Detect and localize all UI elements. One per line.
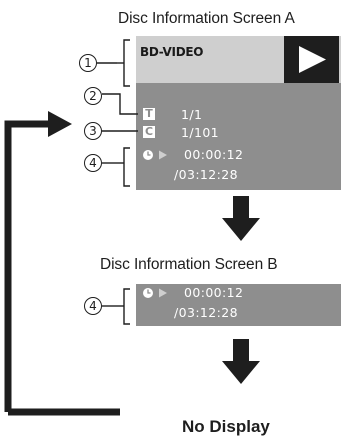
- no-display-label: No Display: [182, 417, 270, 436]
- title-number: 1/1: [181, 107, 203, 122]
- chapter-icon: C: [143, 125, 155, 138]
- title-icon: T: [143, 107, 155, 120]
- clock-play-icon: [143, 150, 167, 160]
- clock-play-icon-b: [143, 288, 167, 298]
- disc-info-screen-a: BD-VIDEO T 1/1 C 1/101 00:00:12 /03:12:2…: [136, 36, 341, 190]
- callout-4-screen-b: 4: [84, 297, 102, 315]
- disc-type-label: BD-VIDEO: [140, 45, 204, 59]
- bracket-4b: [123, 288, 130, 325]
- leader-line-2: [102, 93, 138, 115]
- loop-back-line: [4, 120, 50, 412]
- callout-3: 3: [84, 122, 102, 140]
- bracket-1: [123, 39, 130, 87]
- bracket-4: [123, 147, 130, 187]
- callout-1: 1: [79, 54, 97, 72]
- elapsed-time-b: 00:00:12: [184, 285, 244, 300]
- play-indicator: [284, 36, 339, 83]
- down-arrow-2: [222, 339, 260, 384]
- callout-4: 4: [84, 154, 102, 172]
- callout-2: 2: [84, 87, 102, 105]
- loop-back-arrowhead: [48, 111, 72, 137]
- play-icon: [299, 46, 326, 73]
- chapter-number: 1/101: [181, 125, 220, 140]
- total-time: /03:12:28: [174, 167, 238, 182]
- down-arrow-1: [222, 196, 260, 241]
- screen-a-title: Disc Information Screen A: [118, 10, 295, 27]
- elapsed-time: 00:00:12: [184, 147, 244, 162]
- chapter-icon-letter: C: [144, 125, 154, 138]
- disc-info-screen-b: 00:00:12 /03:12:28: [136, 284, 341, 326]
- title-icon-letter: T: [145, 107, 153, 120]
- screen-b-title: Disc Information Screen B: [100, 256, 278, 273]
- total-time-b: /03:12:28: [174, 305, 238, 320]
